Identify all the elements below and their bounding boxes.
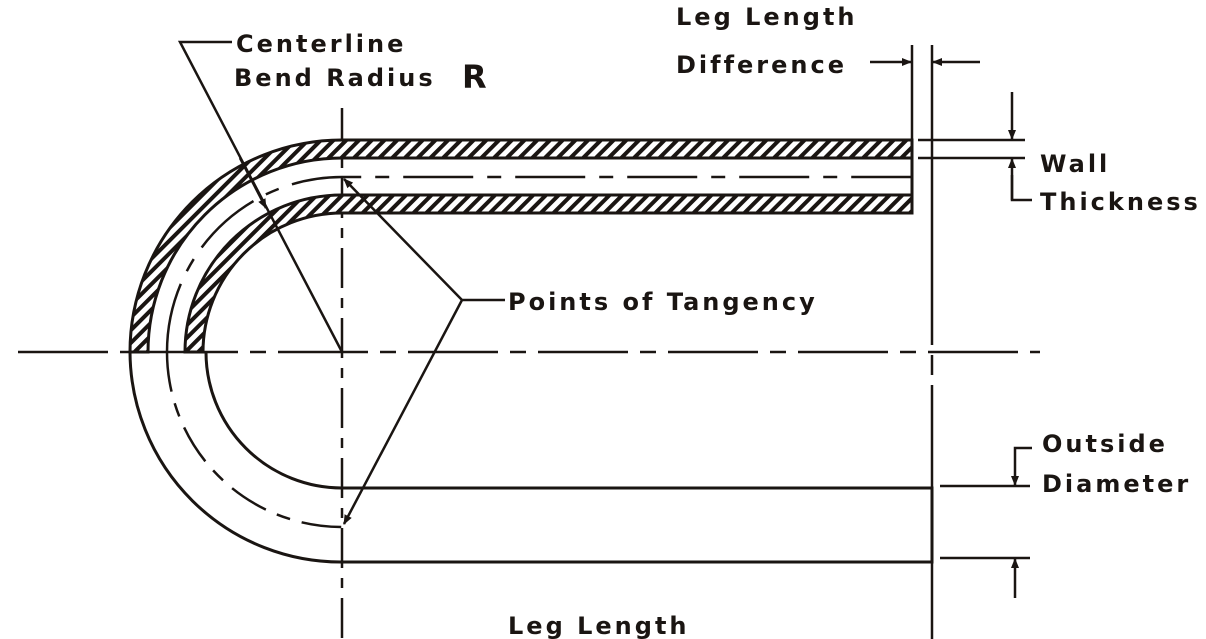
inner-wall [183,193,914,354]
tube-centerline [165,175,912,353]
bend-radius-leader [177,40,344,353]
leg-length-difference-label-1: Leg Length [676,3,858,31]
leg-length-label: Leg Length [508,612,690,639]
wall-label: Wall [1040,150,1110,178]
centerline-label: Centerline [236,30,406,58]
leg-length-difference-label-2: Difference [676,51,847,79]
thickness-label: Thickness [1040,188,1201,216]
centerline-bend-bottom [165,351,343,529]
outer-bend-bottom [128,351,934,564]
bend-radius-label: Bend Radius [234,64,436,92]
outside-label: Outside [1042,430,1168,458]
points-of-tangency-label: Points of Tangency [508,288,818,316]
radius-symbol: R [462,58,490,96]
diameter-label: Diameter [1042,470,1191,498]
